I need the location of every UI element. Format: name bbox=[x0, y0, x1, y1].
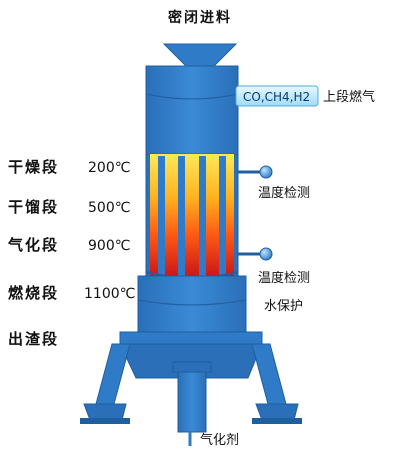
sensor-1-knob bbox=[259, 165, 273, 179]
support-leg-right bbox=[251, 343, 287, 405]
gas-outlet-pipe bbox=[235, 85, 319, 107]
combustion-chamber bbox=[137, 275, 247, 333]
slag-section bbox=[119, 331, 263, 345]
sensor-2-knob bbox=[259, 247, 273, 261]
diagram-title: 密闭进料 bbox=[167, 9, 232, 26]
support-foot-left bbox=[83, 403, 127, 421]
gas-outlet-label: 上段燃气 bbox=[323, 89, 375, 105]
stage-3-name: 气化段 bbox=[7, 236, 59, 254]
water-protection-label: 水保护 bbox=[264, 299, 303, 314]
stage-1-temp: 200℃ bbox=[88, 160, 130, 176]
stage-2-temp: 500℃ bbox=[88, 200, 130, 216]
stage-4-name: 燃烧段 bbox=[8, 284, 59, 302]
reactor-tube-4 bbox=[219, 156, 226, 276]
support-leg-left bbox=[95, 343, 131, 405]
feed-hopper bbox=[162, 43, 238, 67]
sensor-1-label: 温度检测 bbox=[258, 185, 310, 201]
stage-1-name: 干燥段 bbox=[8, 158, 59, 176]
slag-cone bbox=[119, 343, 263, 379]
reactor-tube-1 bbox=[158, 156, 165, 276]
gasifier-inlet-pipe bbox=[177, 361, 207, 433]
stage-4-temp: 1100℃ bbox=[84, 286, 135, 302]
sensor-2-label: 温度检测 bbox=[258, 270, 310, 286]
support-base-left bbox=[80, 418, 130, 424]
support-foot-right bbox=[255, 403, 299, 421]
reactor-tube-2 bbox=[178, 156, 185, 276]
stage-3-temp: 900℃ bbox=[88, 238, 130, 254]
vessel-upper-shell bbox=[145, 65, 239, 157]
chamber-lower-curve bbox=[137, 299, 247, 306]
stage-5-name: 出渣段 bbox=[8, 330, 59, 348]
gasifier-inlet-flange bbox=[172, 361, 212, 373]
reactor-tube-3 bbox=[199, 156, 206, 276]
stage-2-name: 干馏段 bbox=[8, 198, 59, 216]
gas-composition-label: CO,CH4,H2 bbox=[243, 90, 310, 104]
support-base-right bbox=[252, 418, 302, 424]
gasifier-inlet-label: 气化剂 bbox=[200, 432, 239, 448]
vessel-top-curve bbox=[145, 93, 239, 100]
